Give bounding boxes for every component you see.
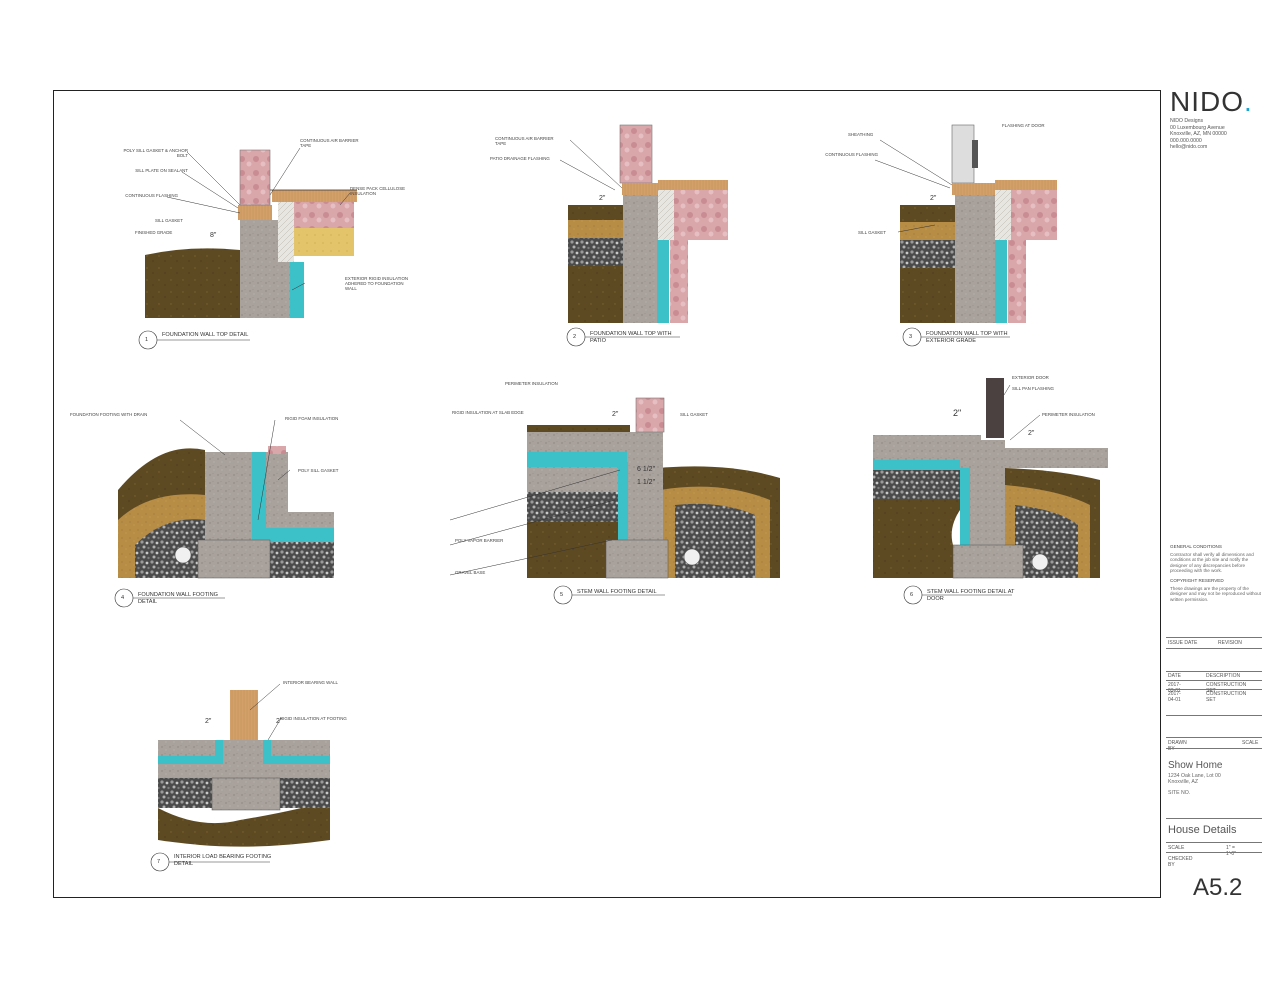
dimension: 2" — [612, 411, 619, 418]
dimension: 1 1/2" — [637, 479, 656, 486]
note: CONTINUOUS AIR BARRIER TAPE — [495, 136, 554, 147]
detail-number: 6 — [910, 592, 914, 598]
note: SILL PLATE ON SEALANT — [135, 168, 188, 173]
dimension: 6 1/2" — [637, 466, 656, 473]
detail-2-drawing — [568, 124, 728, 323]
divider — [1166, 818, 1262, 819]
sheet-number: A5.2 — [1193, 874, 1243, 901]
detail-number: 1 — [145, 337, 149, 343]
note: POLY SILL GASKET & ANCHOR BOLT — [123, 148, 188, 159]
dimension: 2" — [205, 718, 212, 725]
note: FINISHED GRADE — [135, 230, 173, 235]
drawing-sheet-border — [53, 90, 1161, 898]
divider — [1166, 689, 1262, 690]
sheet-title: House Details — [1168, 824, 1237, 836]
detail-title: FOUNDATION WALL FOOTING DETAIL — [138, 592, 218, 605]
firm-address: NIDO Designs 00 Luxembourg Avenue Knoxvi… — [1170, 118, 1227, 151]
detail-title: STEM WALL FOOTING DETAIL — [577, 589, 657, 595]
project-name: Show Home — [1168, 760, 1223, 771]
detail-number: 4 — [121, 595, 125, 601]
firm-logo: NIDO. — [1170, 86, 1253, 117]
note: RIGID FOAM INSULATION — [285, 416, 339, 421]
note: POLY SILL GASKET — [298, 468, 339, 473]
note: CONTINUOUS FLASHING — [125, 193, 178, 198]
divider — [1166, 852, 1262, 853]
detail-number: 5 — [560, 592, 564, 598]
note: DENSE PACK CELLULOSE INSULATION — [350, 186, 406, 197]
detail-number: 7 — [157, 859, 161, 865]
note: EXTERIOR DOOR — [1012, 375, 1049, 380]
dimension: 8" — [210, 232, 217, 239]
divider — [1166, 737, 1262, 738]
detail-title: FOUNDATION WALL TOP WITH EXTERIOR GRADE — [926, 331, 1008, 344]
detail-4-drawing — [118, 446, 334, 579]
detail-3-drawing — [900, 124, 1057, 323]
project-address: 1234 Oak Lane, Lot 00 Knoxville, AZ SITE… — [1168, 773, 1221, 796]
divider — [1166, 680, 1262, 681]
detail-6-drawing — [873, 378, 1108, 579]
detail-number: 2 — [573, 334, 577, 340]
detail-title: FOUNDATION WALL TOP WITH PATIO — [590, 331, 672, 344]
note: CONTINUOUS FLASHING — [825, 152, 878, 157]
note: RIGID INSULATION AT SLAB EDGE — [452, 410, 524, 415]
detail-5-drawing — [527, 397, 780, 579]
note: CONTINUOUS AIR BARRIER TAPE — [300, 138, 359, 149]
leader-lines — [166, 139, 1041, 741]
note: SILL GASKET — [680, 412, 708, 417]
divider — [1166, 637, 1262, 638]
note: SHEATHING — [848, 132, 874, 137]
note: EXTERIOR RIGID INSULATION ADHERED TO FOU… — [345, 276, 409, 292]
detail-title: INTERIOR LOAD BEARING FOOTING DETAIL — [174, 854, 272, 867]
dimension: 2" — [276, 718, 283, 725]
divider — [1166, 842, 1262, 843]
note: SILL GASKET — [155, 218, 183, 223]
note: PERIMETER INSULATION — [505, 381, 558, 386]
note: SILL PAN FLASHING — [1012, 386, 1054, 391]
note: PATIO DRAINAGE FLASHING — [490, 156, 550, 161]
note: PERIMETER INSULATION — [1042, 412, 1095, 417]
divider — [1166, 748, 1262, 749]
detail-title: FOUNDATION WALL TOP DETAIL — [162, 332, 249, 338]
divider — [1166, 671, 1262, 672]
note: POLY VAPOR BARRIER — [455, 538, 504, 543]
detail-7-drawing — [158, 690, 330, 847]
dimension: 2" — [599, 195, 606, 202]
note: INTERIOR BEARING WALL — [283, 680, 338, 685]
detail-number: 3 — [909, 334, 913, 340]
dimension: 2" — [930, 195, 937, 202]
detail-title: STEM WALL FOOTING DETAIL AT DOOR — [927, 589, 1015, 602]
dimension: 2" — [1028, 430, 1035, 437]
divider — [1166, 648, 1262, 649]
note: GRAVEL BASE — [455, 570, 486, 575]
note: FLASHING AT DOOR — [1002, 123, 1045, 128]
note: FOUNDATION FOOTING WITH DRAIN — [70, 412, 148, 417]
dimension: 2" — [953, 408, 962, 418]
general-notes: GENERAL CONDITIONS Contractor shall veri… — [1170, 544, 1261, 602]
note: SILL GASKET — [858, 230, 886, 235]
detail-1-drawing — [145, 149, 357, 318]
note: RIGID INSULATION AT FOOTING — [280, 716, 347, 721]
divider — [1166, 715, 1262, 716]
